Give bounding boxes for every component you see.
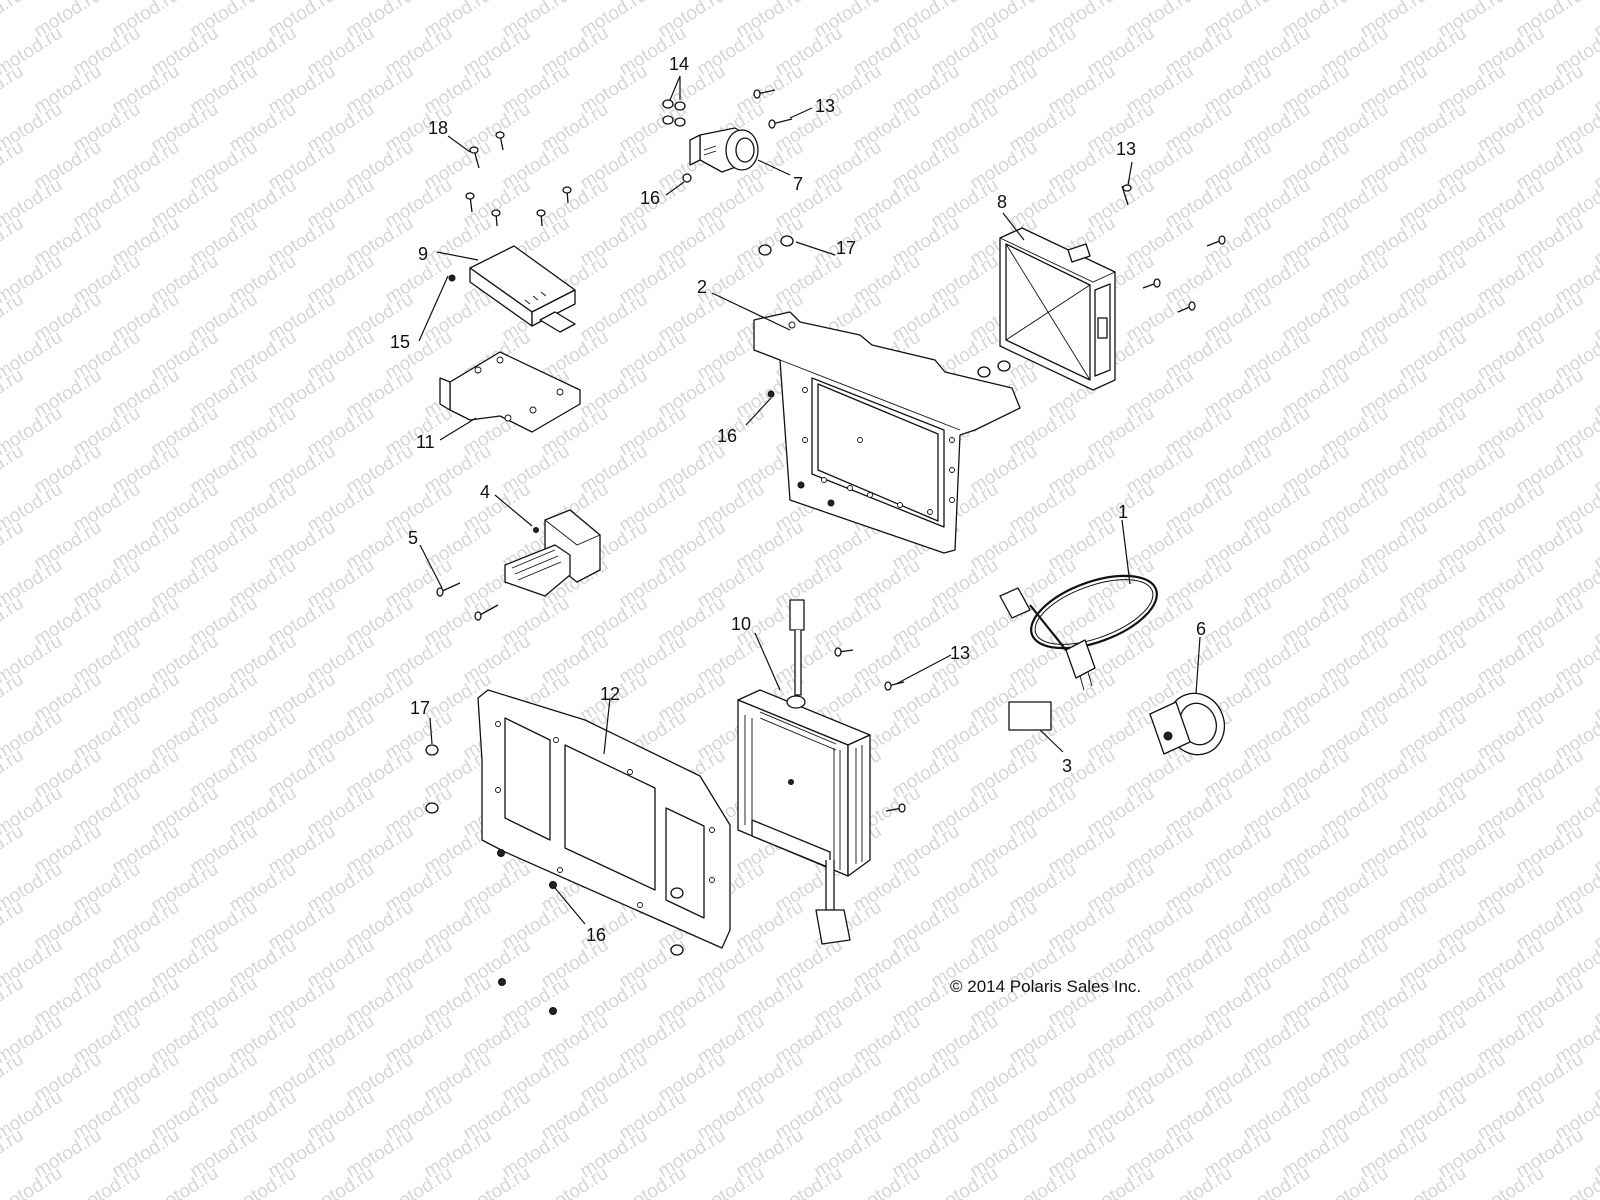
watermark-text: motod.ru <box>616 1163 691 1200</box>
watermark-text: motod.ru <box>0 669 27 727</box>
part-4-relay <box>504 509 601 597</box>
watermark-text: motod.ru <box>382 1163 457 1200</box>
callout-8: 8 <box>997 192 1007 212</box>
watermark-text: motod.ru <box>928 1163 1003 1200</box>
part-17-bolts-top <box>758 235 1011 378</box>
part-13-screws-right <box>1142 235 1226 313</box>
watermark-text: motod.ru <box>0 1049 27 1107</box>
watermark-text: motod.ru <box>460 1163 535 1200</box>
watermark-text: motod.ru <box>0 289 27 347</box>
watermark-text: motod.ru <box>0 1125 27 1183</box>
callout-13-charger: 13 <box>950 643 970 663</box>
callout-13-top: 13 <box>815 96 835 116</box>
callout-17-top: 17 <box>836 238 856 258</box>
watermark-text: motod.ru <box>0 897 27 955</box>
watermark-text: motod.ru <box>0 593 27 651</box>
watermark-text: motod.ru <box>538 1163 613 1200</box>
part-6-socket <box>1149 692 1226 756</box>
callout-1: 1 <box>1118 502 1128 522</box>
leader-lines <box>418 75 1201 925</box>
part-3-label <box>1008 701 1052 731</box>
part-9-module <box>469 245 576 333</box>
callout-16-top: 16 <box>640 188 660 208</box>
watermark-text: motod.ru <box>0 0 27 42</box>
part-7-connector <box>689 127 759 173</box>
watermark-text: motod.ru <box>304 1163 379 1200</box>
part-16-nuts-plate <box>497 849 557 1015</box>
part-10-charger <box>737 599 871 945</box>
callout-17-bottom: 17 <box>410 698 430 718</box>
callout-14: 14 <box>669 54 689 74</box>
callout-2: 2 <box>697 277 707 297</box>
watermark-text: motod.ru <box>0 973 27 1031</box>
watermark-text: motod.ru <box>148 1163 223 1200</box>
callout-18: 18 <box>428 118 448 138</box>
callout-12: 12 <box>600 684 620 704</box>
copyright-notice: © 2014 Polaris Sales Inc. <box>950 977 1141 996</box>
watermark-text: motod.ru <box>1006 1163 1081 1200</box>
callout-4: 4 <box>480 482 490 502</box>
watermark-text: motod.ru <box>1396 1163 1471 1200</box>
watermark-text: motod.ru <box>772 1163 847 1200</box>
part-12-plate <box>477 689 731 949</box>
part-17-bolts-bottom <box>425 744 684 956</box>
watermark-text: motod.ru <box>0 441 27 499</box>
watermark-text: motod.ru <box>850 1163 925 1200</box>
part-16-nuts-bracket <box>767 390 835 507</box>
watermark-text: motod.ru <box>0 61 27 119</box>
callout-15: 15 <box>390 332 410 352</box>
callout-16-bracket: 16 <box>717 426 737 446</box>
watermark-text: motod.ru <box>1318 1163 1393 1200</box>
watermark-text: motod.ru <box>0 137 27 195</box>
part-16-nut-top <box>682 173 692 183</box>
watermark-text: motod.ru <box>1240 1163 1315 1200</box>
watermark-text: motod.ru <box>1474 1163 1549 1200</box>
part-5-screws <box>436 582 499 621</box>
callout-13-right: 13 <box>1116 139 1136 159</box>
part-11-bracket <box>439 351 581 433</box>
callout-10: 10 <box>731 614 751 634</box>
callout-7: 7 <box>793 174 803 194</box>
part-15-nut <box>448 274 456 282</box>
callout-11: 11 <box>416 432 435 452</box>
callout-3: 3 <box>1062 756 1072 776</box>
watermark-text: motod.ru <box>0 821 27 879</box>
watermark-text: motod.ru <box>70 1163 145 1200</box>
part-1-cable <box>999 574 1158 691</box>
callout-6: 6 <box>1196 619 1206 639</box>
callout-labels: 14 13 7 16 18 9 15 11 13 8 17 2 16 1 4 5… <box>390 54 1206 945</box>
callout-16-plate: 16 <box>586 925 606 945</box>
watermark-text: motod.ru <box>0 365 27 423</box>
watermark-text: motod.ru <box>226 1163 301 1200</box>
watermark-text: motod.ru <box>1591 0 1600 42</box>
part-13-screws-top <box>753 89 1132 206</box>
watermark-text: motod.ru <box>694 1163 769 1200</box>
part-2-main-bracket <box>753 311 1021 554</box>
watermark-text: motod.ru <box>1162 1163 1237 1200</box>
part-8-controller <box>999 227 1117 391</box>
callout-9: 9 <box>418 244 428 264</box>
part-18-screws <box>465 131 572 227</box>
watermark-text: motod.ru <box>0 517 27 575</box>
watermark-text: motod.ru <box>0 745 27 803</box>
watermark-text: motod.ru <box>1084 1163 1159 1200</box>
part-14-nuts <box>662 99 686 127</box>
watermark-text: motod.ru <box>0 213 27 271</box>
callout-5: 5 <box>408 528 418 548</box>
